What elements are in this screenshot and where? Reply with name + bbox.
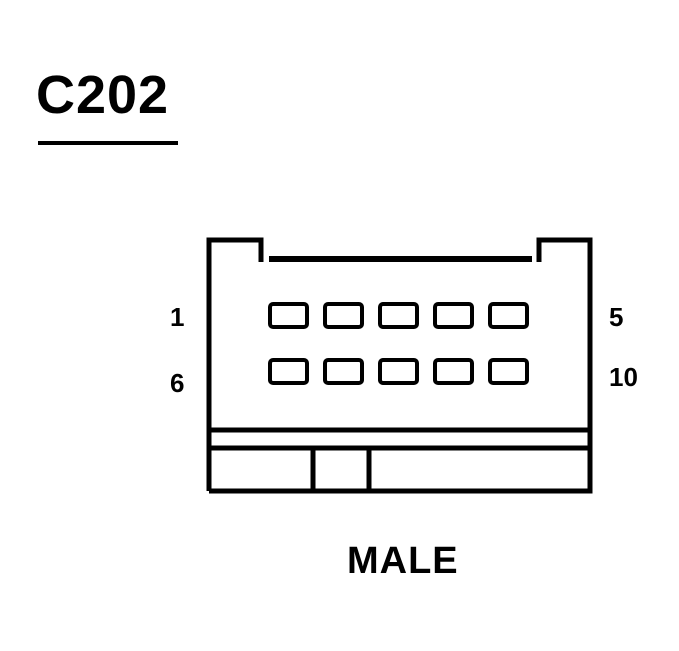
pin-cavity-5 — [488, 302, 529, 329]
connector-gender-caption: MALE — [347, 540, 459, 582]
pin-label-1: 1 — [170, 302, 185, 332]
pin-cavity-8 — [378, 358, 419, 385]
connector-keyway — [310, 448, 372, 491]
pin-cavity-9 — [433, 358, 474, 385]
title-underline — [38, 141, 178, 145]
pin-cavity-2 — [323, 302, 364, 329]
pin-label-6: 6 — [170, 368, 185, 398]
connector-title: C202 — [36, 65, 170, 125]
pin-cavity-1 — [268, 302, 309, 329]
pin-cavity-7 — [323, 358, 364, 385]
pin-label-5: 5 — [609, 302, 624, 332]
pin-cavity-10 — [488, 358, 529, 385]
pin-cavity-6 — [268, 358, 309, 385]
pin-cavity-4 — [433, 302, 474, 329]
connector-body-outline-right — [209, 237, 593, 494]
pin-label-10: 10 — [609, 362, 638, 392]
pin-cavity-3 — [378, 302, 419, 329]
connector-body-outline — [206, 237, 264, 491]
